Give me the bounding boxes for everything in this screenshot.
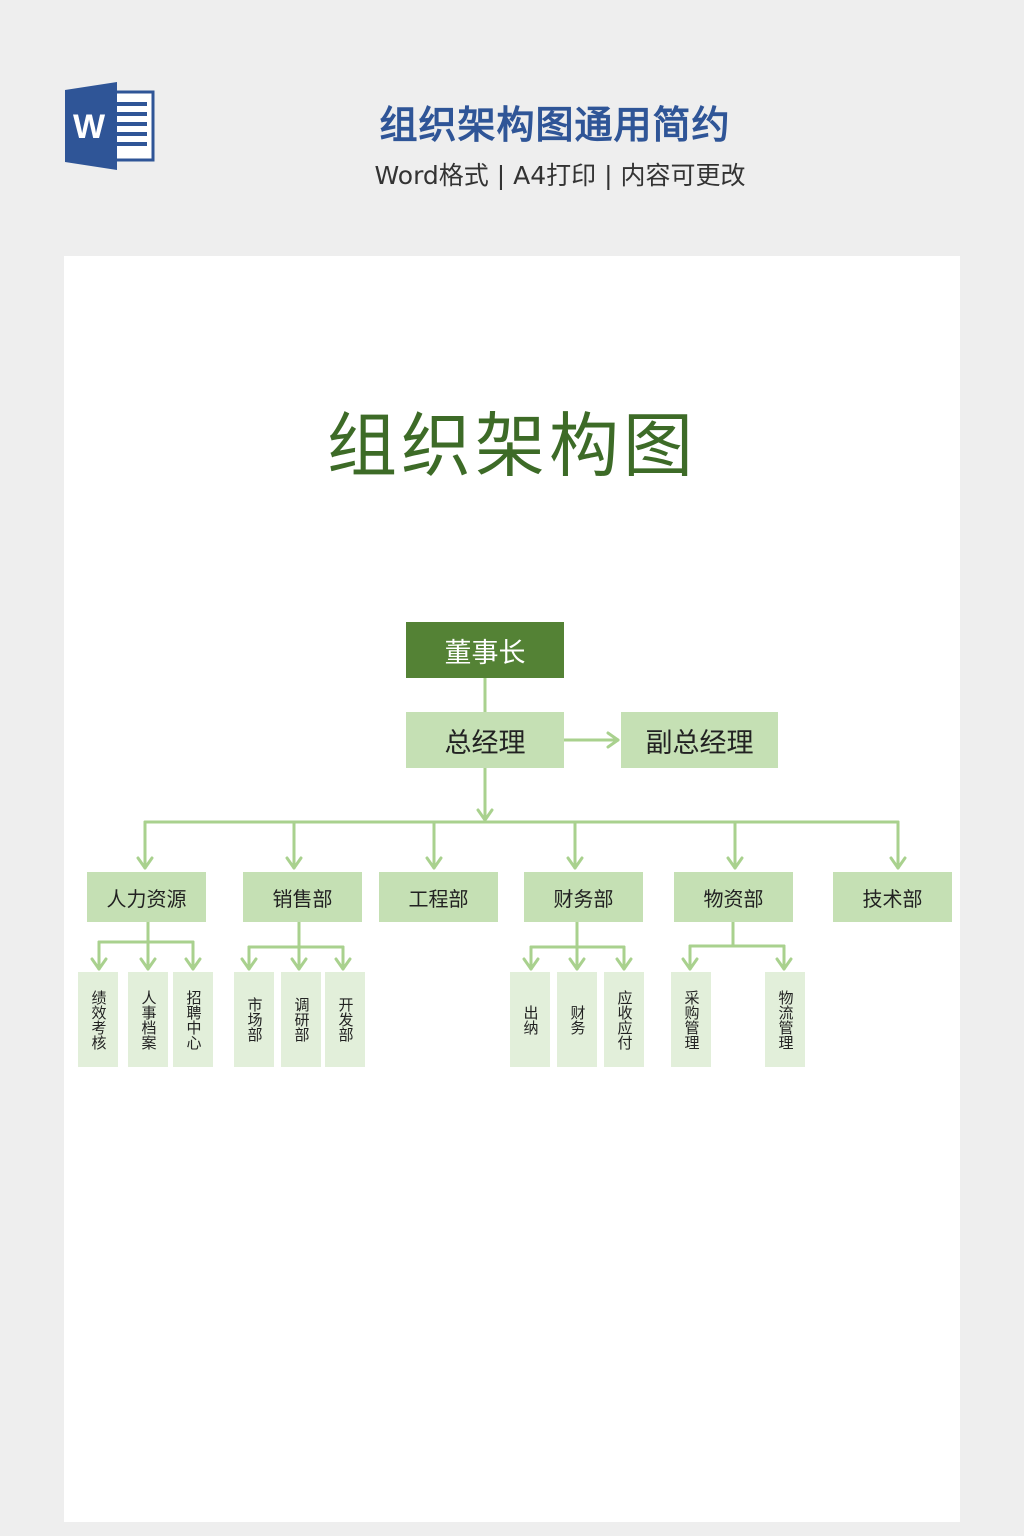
unit-arrow-head [139,957,157,971]
unit-arrow-head [290,957,308,971]
dept-materials: 物资部 [674,872,793,922]
unit-arrow-head [615,957,633,971]
unit-arrow-head [240,957,258,971]
unit-arrow-head [90,957,108,971]
dept-engineering: 工程部 [379,872,498,922]
document-title: 组织架构图 [327,405,697,487]
unit-personnel-files: 人事档案 [128,972,168,1067]
unit-arrow-head [775,957,793,971]
dept-arrow-head [425,856,443,870]
unit-marketing: 市场部 [234,972,274,1067]
dept-arrow-head [136,856,154,870]
unit-research: 调研部 [281,972,321,1067]
header-title: 组织架构图通用简约 [379,103,731,147]
unit-accounting: 财务 [557,972,597,1067]
unit-arrow-head [522,957,540,971]
dept-arrow-head [889,856,907,870]
unit-arrow-head [681,957,699,971]
unit-recruitment: 招聘中心 [173,972,213,1067]
unit-performance: 绩效考核 [78,972,118,1067]
unit-cashier: 出纳 [510,972,550,1067]
header-subtitle: Word格式 | A4打印 | 内容可更改 [374,161,746,190]
dept-finance: 财务部 [524,872,643,922]
general-manager-box: 总经理 [406,712,564,768]
document-page [64,256,960,1522]
unit-arrow-head [334,957,352,971]
dept-technology: 技术部 [833,872,952,922]
dept-arrow-head [726,856,744,870]
word-document-icon: W [65,82,155,170]
unit-development: 开发部 [325,972,365,1067]
dept-hr: 人力资源 [87,872,206,922]
unit-receivables: 应收应付 [604,972,644,1067]
unit-logistics: 物流管理 [765,972,805,1067]
dept-arrow-head [566,856,584,870]
unit-arrow-head [568,957,586,971]
svg-text:W: W [73,108,106,146]
unit-purchasing: 采购管理 [671,972,711,1067]
unit-arrow-head [184,957,202,971]
dept-arrow-head [285,856,303,870]
dept-sales: 销售部 [243,872,362,922]
deputy-general-manager-box: 副总经理 [621,712,778,768]
chairman-box: 董事长 [406,622,564,678]
